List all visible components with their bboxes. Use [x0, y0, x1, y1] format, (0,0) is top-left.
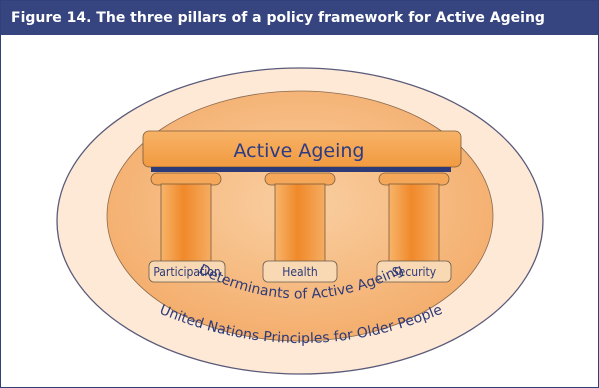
pillar-label: Health: [282, 265, 317, 279]
pillar-capital: [264, 172, 336, 186]
pillar-capital: [378, 172, 450, 186]
pillar-base: [148, 260, 226, 283]
pillar-label: Participation: [153, 265, 220, 279]
pillar-shaft: [160, 183, 212, 263]
pillar-security: Security: [376, 172, 452, 283]
pillar-health: Health: [262, 172, 338, 283]
pillar-shaft: [274, 183, 326, 263]
pillar-capital: [150, 172, 222, 186]
pillar-label: Security: [392, 265, 437, 279]
roof-label: Active Ageing: [234, 140, 365, 162]
pillar-base: [262, 260, 338, 283]
figure-title: Figure 14. The three pillars of a policy…: [1, 1, 598, 35]
pillar-shaft: [388, 183, 440, 263]
active-ageing-diagram: Active Ageing Participation Health Secur…: [56, 67, 544, 375]
roof-beam: [151, 167, 451, 172]
pillar-participation: Participation: [148, 172, 226, 283]
pillar-base: [376, 260, 452, 283]
